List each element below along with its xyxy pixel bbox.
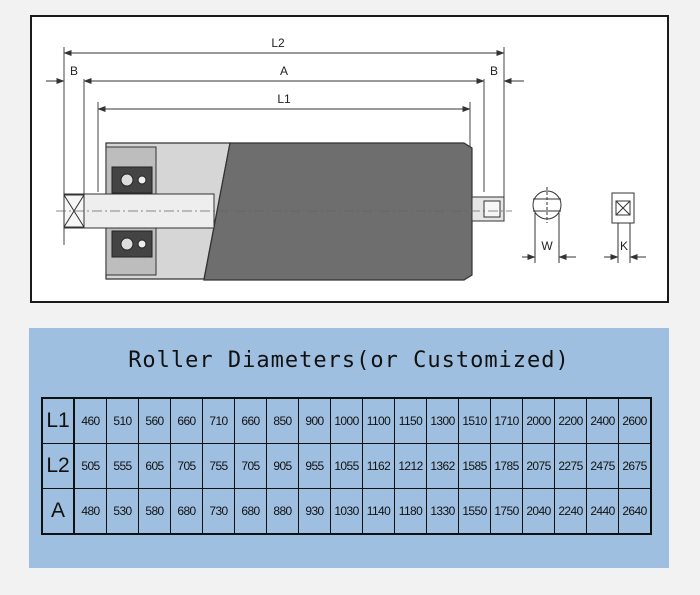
table-cell: 680 — [170, 488, 203, 535]
table-cell: 2600 — [618, 397, 652, 444]
table-cell: 1055 — [330, 443, 363, 489]
table-cell: 660 — [170, 397, 203, 444]
table-title: Roller Diameters(or Customized) — [128, 348, 570, 373]
table-cell: 705 — [234, 443, 267, 489]
dimension-labels: L2 B A B L1 — [70, 36, 498, 106]
table-cell: 2200 — [554, 397, 587, 444]
l1-label: L1 — [277, 92, 291, 106]
table-cell: 705 — [170, 443, 203, 489]
table-cell: 710 — [202, 397, 235, 444]
k-label: K — [620, 239, 628, 253]
w-label: W — [541, 239, 553, 253]
table-cell: 1140 — [362, 488, 395, 535]
roller-body — [56, 142, 512, 281]
table-cell: 480 — [73, 488, 107, 535]
table-cell: 850 — [266, 397, 299, 444]
shaft-end-view-w — [522, 187, 576, 263]
table-cell: 1550 — [458, 488, 491, 535]
table-cell: 510 — [106, 397, 139, 444]
table-cell: 1785 — [490, 443, 523, 489]
table-cell: 2640 — [618, 488, 652, 535]
table-cell: 2275 — [554, 443, 587, 489]
row-label: L1 — [41, 397, 75, 444]
table-cell: 1750 — [490, 488, 523, 535]
table-cell: 2440 — [586, 488, 619, 535]
a-label: A — [280, 64, 288, 78]
table-cell: 2000 — [522, 397, 555, 444]
table-cell: 2400 — [586, 397, 619, 444]
table-cell: 905 — [266, 443, 299, 489]
l2-label: L2 — [271, 36, 285, 50]
table-cell: 1510 — [458, 397, 491, 444]
table-cell: 2675 — [618, 443, 652, 489]
table-cell: 1030 — [330, 488, 363, 535]
table-cell: 1162 — [362, 443, 395, 489]
table-cell: 1585 — [458, 443, 491, 489]
table-cell: 560 — [138, 397, 171, 444]
table-cell: 680 — [234, 488, 267, 535]
table-cell: 605 — [138, 443, 171, 489]
roller-tube — [203, 142, 473, 281]
table-cell: 900 — [298, 397, 331, 444]
dimension-lines — [46, 50, 524, 112]
table-cell: 1100 — [362, 397, 395, 444]
row-label: A — [41, 488, 75, 535]
table-cell: 930 — [298, 488, 331, 535]
table-cell: 505 — [73, 443, 107, 489]
table-cell: 2475 — [586, 443, 619, 489]
b-right-label: B — [490, 64, 498, 78]
table-cell: 2075 — [522, 443, 555, 489]
table-cell: 1212 — [394, 443, 427, 489]
table-cell: 730 — [202, 488, 235, 535]
table-cell: 530 — [106, 488, 139, 535]
table-cell: 580 — [138, 488, 171, 535]
table-cell: 1710 — [490, 397, 523, 444]
table-cell: 1180 — [394, 488, 427, 535]
table-cell: 880 — [266, 488, 299, 535]
roller-technical-drawing: L2 B A B L1 — [46, 36, 646, 281]
table-cell: 1150 — [394, 397, 427, 444]
table-cell: 1300 — [426, 397, 459, 444]
table-cell: 555 — [106, 443, 139, 489]
roller-drawing-panel: L2 B A B L1 — [30, 15, 669, 303]
table-cell: 955 — [298, 443, 331, 489]
table-cell: 460 — [73, 397, 107, 444]
table-cell: 1362 — [426, 443, 459, 489]
row-label: L2 — [41, 443, 75, 489]
shaft-end-view-k — [604, 192, 646, 263]
table-cell: 755 — [202, 443, 235, 489]
table-cell: 1000 — [330, 397, 363, 444]
table-cell: 660 — [234, 397, 267, 444]
table-cell: 1330 — [426, 488, 459, 535]
b-left-label: B — [70, 64, 78, 78]
table-cell: 2040 — [522, 488, 555, 535]
table-cell: 2240 — [554, 488, 587, 535]
